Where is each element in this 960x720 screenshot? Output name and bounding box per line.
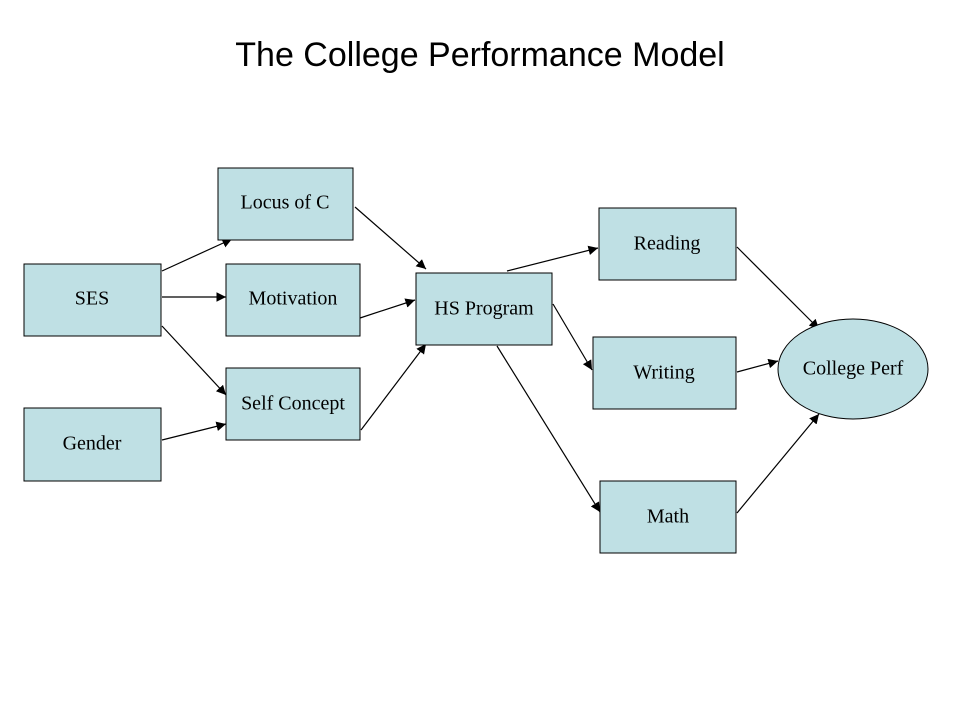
- edge-ses-selfconcept: [161, 325, 227, 396]
- node-gender-label: Gender: [63, 433, 122, 455]
- node-ses-box: [23, 263, 162, 337]
- node-ses-label: SES: [75, 288, 109, 310]
- edge-hs-math: [496, 345, 601, 513]
- node-reading-label: Reading: [634, 233, 701, 255]
- node-college-perf: College Perf: [777, 318, 929, 420]
- node-hs-program-box: [415, 272, 553, 346]
- node-self-concept-label: Self Concept: [241, 393, 345, 415]
- node-motivation-label: Motivation: [249, 288, 338, 310]
- node-college-perf-ellipse: [777, 318, 929, 420]
- node-math-box: [599, 480, 737, 554]
- node-ses: SES: [23, 263, 162, 337]
- node-self-concept-box: [225, 367, 361, 441]
- node-locus-box: [217, 167, 354, 241]
- edge-gender-selfconcept: [161, 421, 227, 441]
- node-writing-box: [592, 336, 737, 410]
- edge-writing-college: [736, 358, 779, 373]
- node-self-concept: Self Concept: [225, 367, 361, 441]
- edge-hs-reading: [506, 245, 599, 272]
- node-math-label: Math: [647, 506, 689, 528]
- node-writing-label: Writing: [633, 362, 694, 384]
- node-math: Math: [599, 480, 737, 554]
- edges: [161, 206, 820, 514]
- node-hs-program-label: HS Program: [434, 298, 534, 320]
- node-motivation: Motivation: [225, 263, 361, 337]
- node-motivation-box: [225, 263, 361, 337]
- edge-math-college: [736, 413, 820, 514]
- node-writing: Writing: [592, 336, 737, 410]
- edge-selfconcept-hs: [360, 343, 427, 431]
- edge-ses-locus: [161, 238, 233, 272]
- edge-locus-hs: [354, 206, 427, 270]
- node-reading-box: [598, 207, 737, 281]
- node-locus: Locus of C: [217, 167, 354, 241]
- node-hs-program: HS Program: [415, 272, 553, 346]
- diagram-title: The College Performance Model: [235, 36, 725, 74]
- edge-reading-college: [736, 246, 820, 330]
- edge-hs-writing: [552, 303, 593, 371]
- node-college-perf-label: College Perf: [803, 358, 904, 380]
- node-gender-box: [23, 407, 162, 482]
- node-reading: Reading: [598, 207, 737, 281]
- edge-motivation-hs: [359, 298, 416, 319]
- node-locus-label: Locus of C: [241, 192, 330, 214]
- node-gender: Gender: [23, 407, 162, 482]
